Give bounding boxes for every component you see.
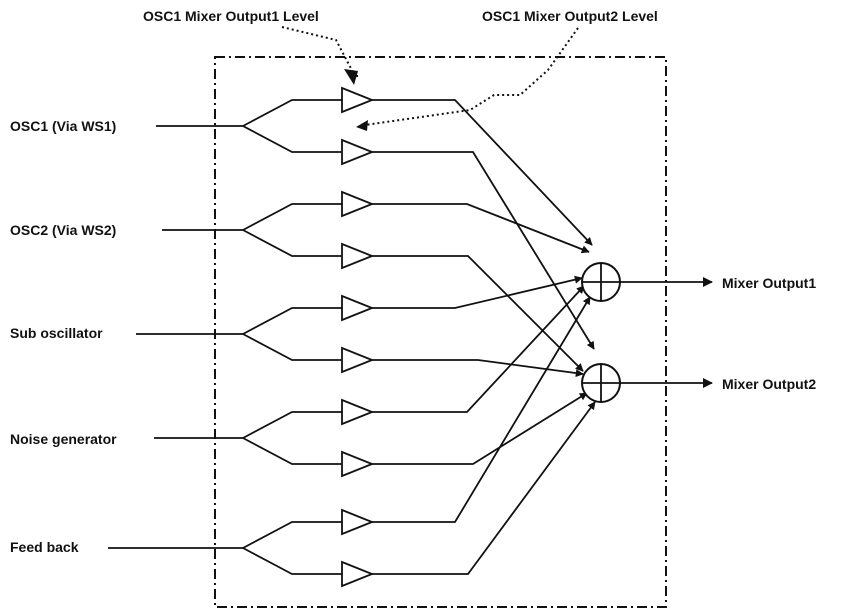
route-to-output2: [372, 255, 584, 372]
level-amp-triangle: [341, 138, 375, 166]
fanout-line: [242, 437, 342, 465]
level-amp-triangle: [341, 242, 375, 270]
fanout-line: [242, 411, 342, 439]
fanout-line: [242, 125, 342, 153]
route-to-output1: [372, 285, 585, 413]
signal-wires: [108, 99, 596, 575]
fanout-line: [242, 229, 342, 257]
summing-junctions: [581, 262, 713, 403]
fanout-line: [242, 307, 342, 335]
route-to-output2: [372, 359, 584, 378]
input-label-feed-back: Feed back: [10, 539, 79, 555]
fanout-line: [242, 521, 342, 549]
input-label-sub-oscillator: Sub oscillator: [10, 325, 103, 341]
callout-osc1-output2-level: OSC1 Mixer Output2 Level: [482, 8, 658, 24]
output-label-mixer-output2: Mixer Output2: [722, 376, 816, 392]
input-label-noise-generator: Noise generator: [10, 431, 117, 447]
fanout-line: [242, 547, 342, 575]
callout-pointer-output2: [364, 27, 579, 126]
level-amp-triangle: [341, 508, 375, 536]
route-to-output1: [372, 99, 593, 246]
route-to-output1: [372, 296, 591, 523]
callout-pointers: [281, 26, 579, 131]
level-amp-triangle: [341, 294, 375, 322]
callout-arrowhead-output1: [344, 69, 358, 85]
mixer-boundary: [214, 56, 667, 608]
level-amp-triangle: [341, 560, 375, 588]
callout-arrowhead-output2: [356, 120, 368, 131]
route-to-output2: [372, 392, 588, 465]
fanout-line: [242, 99, 342, 127]
level-amp-triangle: [341, 86, 375, 114]
fanout-line: [242, 333, 342, 361]
level-amp-triangle: [341, 398, 375, 426]
input-label-osc1: OSC1 (Via WS1): [10, 118, 116, 134]
level-amp-triangle: [341, 450, 375, 478]
route-to-output2: [372, 401, 596, 575]
input-label-osc2: OSC2 (Via WS2): [10, 222, 116, 238]
route-to-output1: [372, 203, 590, 254]
level-amp-triangle: [341, 190, 375, 218]
level-amplifiers: [341, 86, 375, 588]
callout-osc1-output1-level: OSC1 Mixer Output1 Level: [143, 8, 319, 24]
level-amp-triangle: [341, 346, 375, 374]
callout-pointer-output1: [281, 26, 356, 77]
route-to-output1: [372, 275, 583, 309]
route-to-output2: [372, 151, 595, 350]
fanout-line: [242, 203, 342, 231]
output-label-mixer-output1: Mixer Output1: [722, 275, 816, 291]
